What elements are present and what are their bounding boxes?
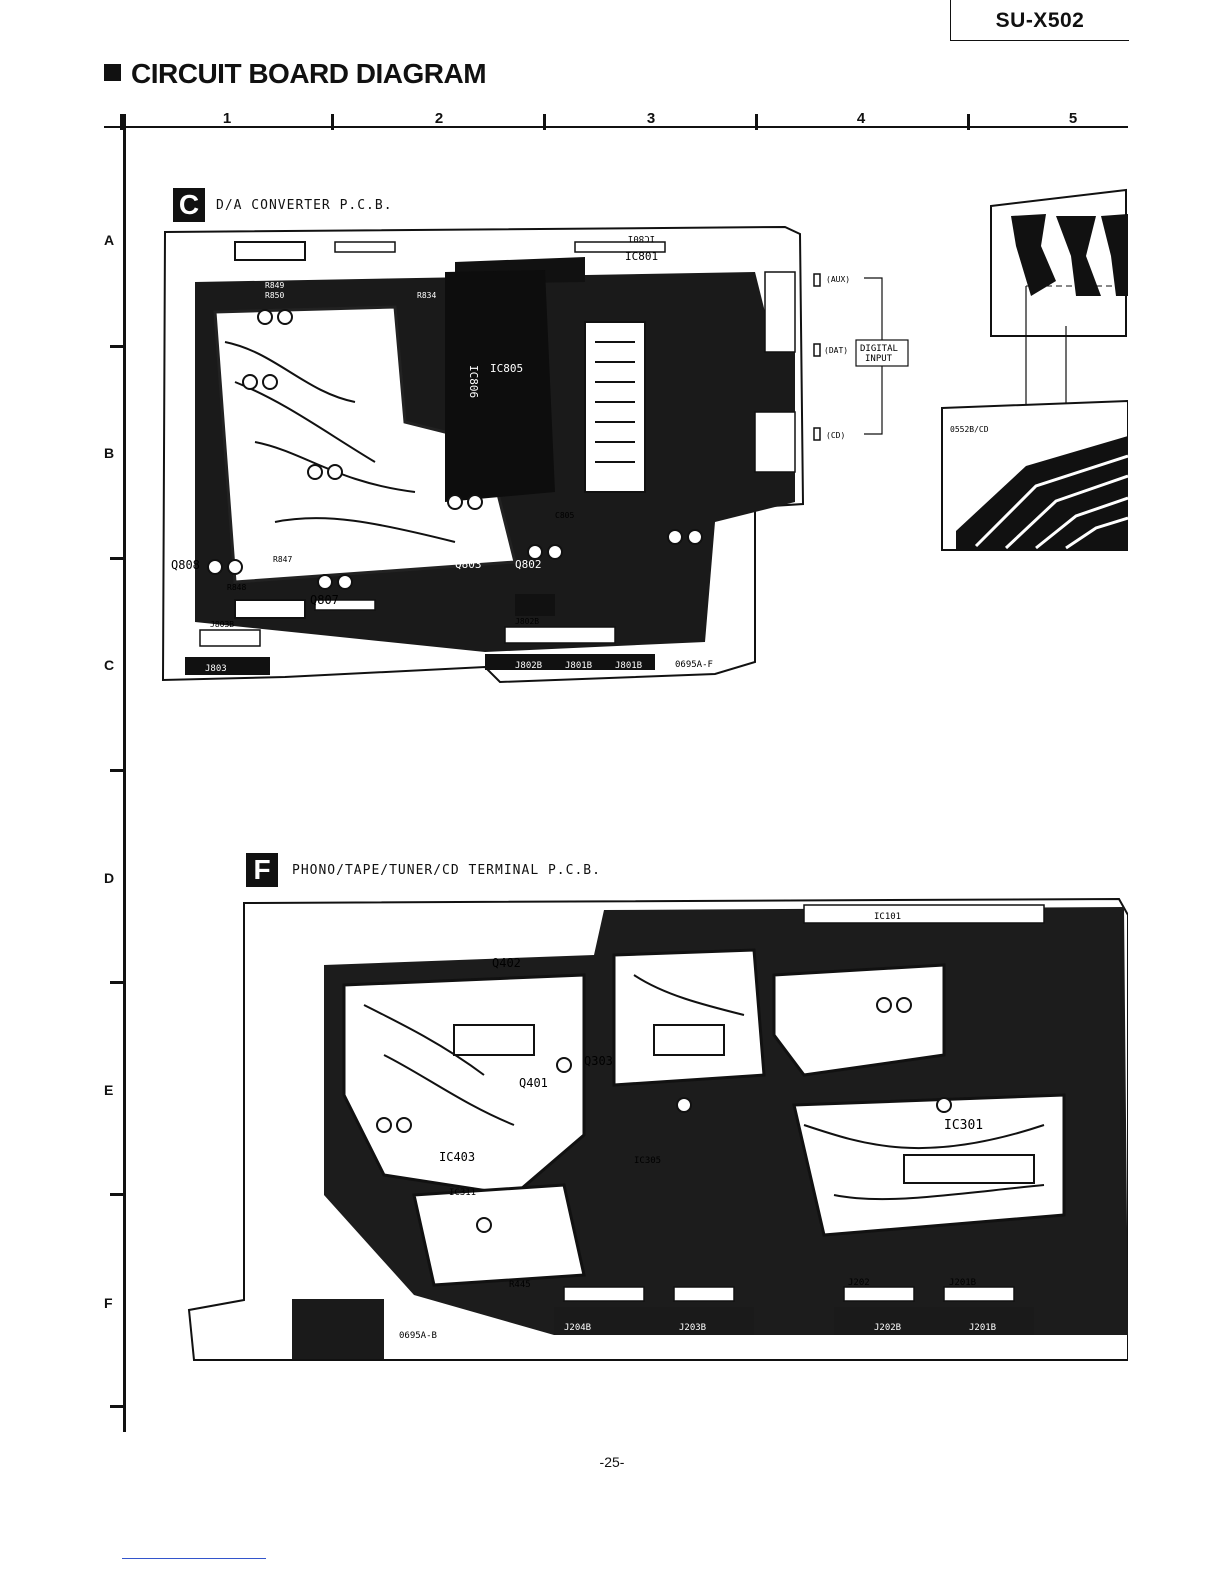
- footer-rule: [122, 1558, 266, 1559]
- part-label: R834: [417, 291, 436, 300]
- part-label: Q401: [519, 1076, 548, 1090]
- part-label: J201B: [949, 1278, 976, 1288]
- page-title-text: CIRCUIT BOARD DIAGRAM: [131, 58, 487, 89]
- row-label-a: A: [104, 232, 115, 248]
- part-label: R850: [265, 291, 284, 300]
- part-label: J203B: [679, 1323, 706, 1333]
- part-label: IC311: [449, 1188, 476, 1198]
- input-label-aux: (AUX): [826, 275, 850, 284]
- part-label: R848: [227, 583, 246, 592]
- part-label: Q803: [455, 558, 482, 571]
- row-ruler: [123, 114, 126, 1432]
- part-label: IC805: [490, 362, 523, 375]
- digital-input-label-2: INPUT: [865, 354, 893, 364]
- column-label-3: 3: [646, 110, 656, 127]
- board-c-badge: C: [173, 188, 205, 222]
- page-title: CIRCUIT BOARD DIAGRAM: [104, 58, 487, 90]
- part-label: Q802: [515, 558, 542, 571]
- part-label: IC402: [432, 940, 459, 950]
- part-label: J801B: [615, 661, 642, 671]
- model-number: SU-X502: [995, 9, 1085, 32]
- part-label: IC301: [944, 1118, 983, 1133]
- part-label: R445: [509, 1280, 531, 1290]
- row-tick: [110, 1405, 126, 1408]
- column-tick: [967, 114, 970, 130]
- row-tick: [110, 981, 126, 984]
- part-label: J802B: [515, 617, 539, 626]
- part-label: R847: [273, 555, 292, 564]
- board-c-code: 0695A-F: [675, 660, 713, 670]
- part-label: Q303: [584, 1054, 613, 1068]
- row-label-e: E: [104, 1082, 114, 1098]
- model-box: SU-X502: [950, 0, 1129, 41]
- column-label-2: 2: [434, 110, 444, 127]
- row-tick: [110, 557, 126, 560]
- part-label: Q402: [492, 956, 521, 970]
- board-f-title: PHONO/TAPE/TUNER/CD TERMINAL P.C.B.: [292, 863, 601, 878]
- part-label: J202: [848, 1278, 870, 1288]
- partial-board-code: 0552B/CD: [950, 425, 989, 434]
- part-label: J803: [205, 664, 227, 674]
- part-label: J204B: [564, 1323, 591, 1333]
- part-label: IC101: [874, 912, 901, 922]
- input-label-cd: (CD): [826, 431, 845, 440]
- digital-input-label-1: DIGITAL: [860, 344, 898, 354]
- board-f-code: 0695A-B: [399, 1331, 437, 1341]
- board-f-badge: F: [246, 853, 278, 887]
- part-label: Q808: [171, 558, 200, 572]
- part-label: J802B: [515, 661, 542, 671]
- part-label: C805: [555, 511, 574, 520]
- column-label-1: 1: [222, 110, 232, 127]
- column-label-5: 5: [1068, 110, 1078, 127]
- column-tick: [543, 114, 546, 130]
- row-label-f: F: [104, 1295, 113, 1311]
- part-label: J201B: [969, 1323, 996, 1333]
- column-label-4: 4: [856, 110, 866, 127]
- board-c-title: D/A CONVERTER P.C.B.: [216, 198, 393, 213]
- part-label: R849: [265, 281, 284, 290]
- column-ruler: [104, 126, 1128, 128]
- part-label: Q807: [310, 593, 339, 607]
- row-label-b: B: [104, 445, 115, 461]
- column-tick: [331, 114, 334, 130]
- row-tick: [110, 769, 126, 772]
- svg-text:IC801: IC801: [628, 233, 655, 243]
- part-label: IC403: [439, 1150, 475, 1164]
- part-label: IC806: [467, 365, 480, 398]
- board-f-pcb: IC101 IC402 IC403 IC311 IC305 IC301 Q402…: [187, 897, 1128, 1361]
- input-label-dat: (DAT): [824, 346, 848, 355]
- row-label-d: D: [104, 870, 115, 886]
- row-tick: [110, 1193, 126, 1196]
- row-label-c: C: [104, 657, 115, 673]
- part-label: J801B: [565, 661, 592, 671]
- column-tick: [755, 114, 758, 130]
- part-label: IC305: [634, 1156, 661, 1166]
- part-label: J202B: [874, 1323, 901, 1333]
- column-tick: [120, 114, 123, 130]
- part-label: IC801: [625, 250, 658, 263]
- bullet-square-icon: [104, 64, 121, 81]
- digital-input-callout: (AUX) (DAT) (CD) DIGITAL INPUT: [813, 273, 909, 441]
- partial-boards-right: 0552B/CD: [941, 188, 1128, 551]
- row-tick: [110, 345, 126, 348]
- board-c-pcb: IC801 IC806 IC805 IC801 Q808 Q807 Q803 Q…: [161, 225, 805, 684]
- page-number: -25-: [599, 1454, 625, 1470]
- part-label: J803B: [210, 620, 234, 629]
